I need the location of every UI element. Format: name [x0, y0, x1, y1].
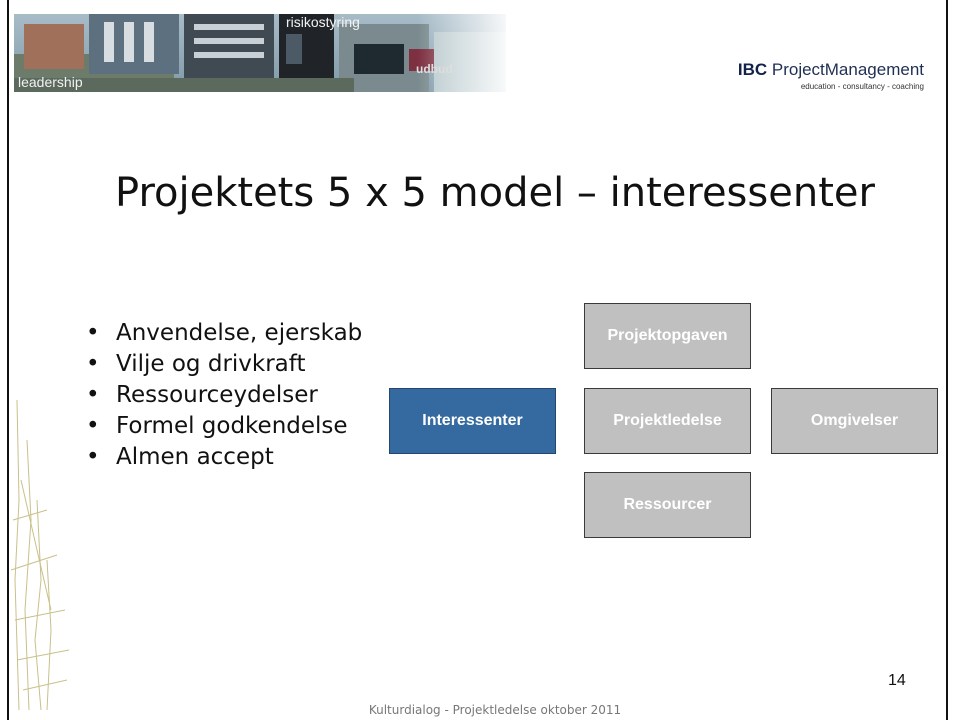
bullet-item: Ressourceydelser	[86, 380, 362, 411]
header-banner-image: leadership risikostyring udbud	[14, 14, 506, 92]
slide-title: Projektets 5 x 5 model – interessenter	[115, 170, 875, 216]
slide-left-border	[7, 0, 9, 720]
logo-prefix: IBC	[737, 60, 768, 79]
bullet-item: Vilje og drivkraft	[86, 349, 362, 380]
company-logo: IBC ProjectManagement education - consul…	[738, 60, 924, 91]
page-number: 14	[888, 672, 906, 689]
footer-text: Kulturdialog - Projektledelse oktober 20…	[368, 703, 622, 717]
slide-right-border	[946, 0, 948, 720]
logo-tagline: education - consultancy - coaching	[800, 82, 924, 91]
banner-word: udbud	[416, 62, 453, 76]
diagram-box-projektopgaven: Projektopgaven	[584, 303, 751, 369]
diagram-box-interessenter: Interessenter	[389, 388, 556, 454]
logo-name: IBC ProjectManagement	[738, 60, 924, 80]
diagram-box-projektledelse: Projektledelse	[584, 388, 751, 454]
banner-word: risikostyring	[286, 14, 360, 30]
bullet-item: Almen accept	[86, 442, 362, 473]
banner-collage	[14, 14, 506, 92]
decorative-sketch	[10, 399, 70, 711]
diagram-box-ressourcer: Ressourcer	[584, 472, 751, 538]
bullet-list: Anvendelse, ejerskab Vilje og drivkraft …	[86, 318, 362, 473]
bullet-item: Formel godkendelse	[86, 411, 362, 442]
bullet-item: Anvendelse, ejerskab	[86, 318, 362, 349]
diagram-box-omgivelser: Omgivelser	[771, 388, 938, 454]
logo-wordmark: ProjectManagement	[771, 60, 924, 79]
banner-word: leadership	[18, 74, 83, 90]
